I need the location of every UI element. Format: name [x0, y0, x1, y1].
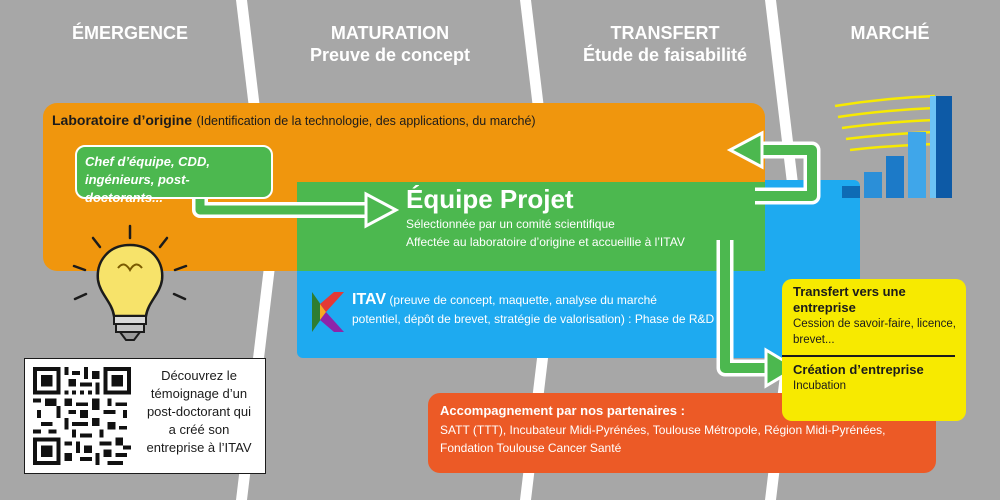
equipe-projet-title: Équipe Projet: [406, 184, 574, 214]
chef-line2: ingénieurs, post-doctorants...: [85, 172, 190, 205]
phase-maturation-subtitle: Preuve de concept: [309, 45, 471, 65]
qr-description: Découvrez le témoignage d’un post-doctor…: [137, 367, 261, 457]
equipe-projet-content: Équipe Projet Sélectionnée par un comité…: [406, 184, 756, 251]
arrow-loop-to-laboratoire: [726, 130, 821, 205]
partenaires-line1: SATT (TTT), Incubateur Midi-Pyrénées, To…: [440, 423, 886, 437]
creation-title: Création d’entreprise: [793, 362, 924, 377]
itav-title: ITAV: [352, 291, 387, 308]
qr-panel: Découvrez le témoignage d’un post-doctor…: [24, 358, 266, 474]
transfert-creation-box: Transfert vers une entreprise Cession de…: [782, 279, 966, 421]
qr-code-icon[interactable]: [33, 367, 131, 465]
creation-line1: Incubation: [793, 380, 847, 392]
lightbulb-icon: [72, 224, 188, 341]
partenaires-line2: Fondation Toulouse Cancer Santé: [440, 441, 622, 455]
partenaires-box: Accompagnement par nos partenaires : SAT…: [428, 393, 936, 473]
phase-emergence-title: ÉMERGENCE: [71, 23, 188, 43]
itav-logo-icon: [312, 292, 344, 332]
phase-transfert-title: TRANSFERT Étude de faisabilité: [555, 22, 775, 66]
phase-maturation-title: MATURATION Preuve de concept: [275, 22, 505, 66]
partenaires-title: Accompagnement par nos partenaires :: [440, 403, 685, 418]
transfert-line1: Cession de savoir-faire, licence,: [793, 318, 956, 330]
itav-line2: potentiel, dépôt de brevet, stratégie de…: [352, 312, 715, 326]
chef-box: Chef d’équipe, CDD, ingénieurs, post-doc…: [75, 145, 273, 205]
bar-chart-icon: [834, 94, 952, 198]
itav-line1-text: (preuve de concept, maquette, analyse du…: [389, 293, 657, 307]
itav-line1: ITAV (preuve de concept, maquette, analy…: [352, 290, 772, 310]
transfert-line2: brevet...: [793, 334, 835, 346]
laboratoire-description: (Identification de la technologie, des a…: [196, 114, 536, 128]
equipe-projet-line2: Affectée au laboratoire d’origine et acc…: [406, 235, 685, 249]
yellow-divider: [782, 355, 955, 357]
equipe-projet-line1: Sélectionnée par un comité scientifique: [406, 217, 615, 231]
phase-marche-title: MARCHÉ: [850, 23, 930, 43]
transfert-title-line1: Transfert vers une: [793, 284, 906, 299]
chef-line1: Chef d’équipe, CDD,: [85, 154, 210, 169]
itav-content: ITAV (preuve de concept, maquette, analy…: [352, 290, 772, 329]
qr-line4: a créé son: [168, 422, 230, 437]
equipe-projet-box: [297, 182, 765, 271]
qr-line2: témoignage d’un: [150, 386, 248, 401]
arrow-to-creation: [716, 240, 799, 389]
laboratoire-heading: Laboratoire d’origine (Identification de…: [52, 112, 752, 130]
qr-line1: Découvrez le: [161, 368, 237, 383]
qr-line5: entreprise à l’ITAV: [146, 440, 252, 455]
phase-transfert-subtitle: Étude de faisabilité: [582, 45, 748, 65]
laboratoire-title: Laboratoire d’origine: [52, 112, 193, 128]
qr-line3: post-doctorant qui: [146, 404, 252, 419]
transfert-title-line2: entreprise: [793, 300, 856, 315]
